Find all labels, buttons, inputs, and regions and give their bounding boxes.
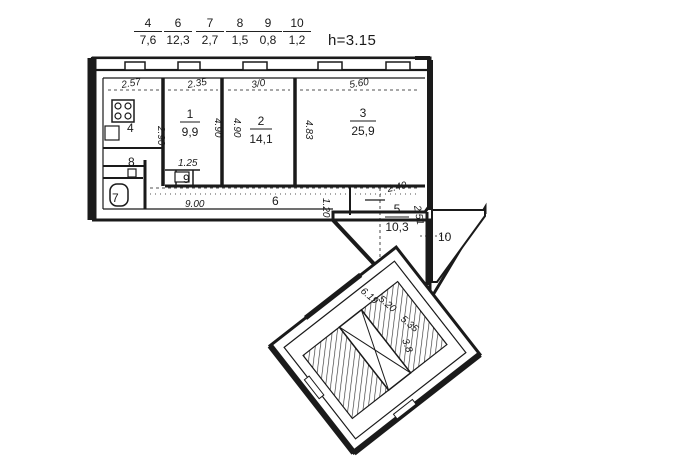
room-label-7: 7 [112, 191, 119, 205]
room-label-9: 9 [183, 172, 190, 186]
room-label-10: 10 [438, 230, 452, 244]
legend-room-10: 10 1,2 [283, 16, 311, 47]
legend-room-area: 12,3 [166, 33, 190, 47]
legend-room-number: 10 [283, 16, 311, 32]
ceiling-height-note: h=3.15 [328, 32, 377, 49]
legend-room-number: 7 [196, 16, 224, 32]
dim-2-35: 2.35 [186, 77, 208, 91]
dim-3-10: 3/0 [251, 78, 267, 91]
room-label-5-area: 10,3 [385, 220, 409, 234]
dim-1-25: 1.25 [178, 158, 198, 169]
room-label-1-area: 9,9 [182, 125, 199, 139]
legend-room-7: 7 2,7 [196, 16, 224, 47]
room-label-2-area: 14,1 [249, 132, 273, 146]
legend-room-number: 4 [134, 16, 162, 32]
outer-walls [87, 56, 487, 306]
room-label-3-number: 3 [360, 106, 367, 120]
legend-room-area: 0,8 [259, 33, 277, 47]
legend-room-area: 2,7 [201, 33, 219, 47]
room-labels: 4 1 9,9 2 14,1 3 25,9 5 10,3 6 7 8 9 10 [112, 106, 452, 244]
legend-room-8: 8 1,5 [226, 16, 254, 47]
legend-room-9: 9 0,8 [254, 16, 282, 47]
legend-room-number: 6 [164, 16, 192, 32]
dim-3-8: 3.8 [399, 337, 414, 354]
legend-room-4: 4 7,6 [134, 16, 162, 47]
room-label-5-number: 5 [394, 202, 401, 216]
dim-2-40: 2.40 [385, 180, 408, 195]
dim-2-57: 2.57 [120, 77, 142, 91]
dim-9-00: 9.00 [185, 199, 205, 210]
room-5-walls [331, 186, 486, 285]
dim-2-90: 2.90 [155, 125, 166, 146]
dim-4-90-a: 4.90 [212, 118, 223, 138]
legend-room-area: 7,6 [139, 33, 157, 47]
room-label-8: 8 [128, 155, 135, 169]
dim-2-51: 2.51 [411, 204, 425, 226]
interior-partitions [102, 77, 425, 209]
room-label-2-number: 2 [258, 114, 265, 128]
room-label-3-area: 25,9 [351, 124, 375, 138]
legend-room-number: 9 [254, 16, 282, 32]
legend-room-area: 1,2 [288, 33, 306, 47]
staircase [267, 245, 483, 456]
legend-room-number: 8 [226, 16, 254, 32]
dim-1-20: 1.20 [320, 198, 331, 218]
room-label-4: 4 [127, 121, 134, 135]
room-label-6: 6 [272, 194, 279, 208]
dim-5-60: 5.60 [349, 77, 371, 91]
legend-room-6: 6 12,3 [164, 16, 192, 47]
dim-4-90-b: 4.90 [231, 118, 242, 138]
room-label-1-number: 1 [187, 107, 194, 121]
legend-room-area: 1,5 [231, 33, 249, 47]
dim-4-83: 4.83 [303, 120, 314, 140]
